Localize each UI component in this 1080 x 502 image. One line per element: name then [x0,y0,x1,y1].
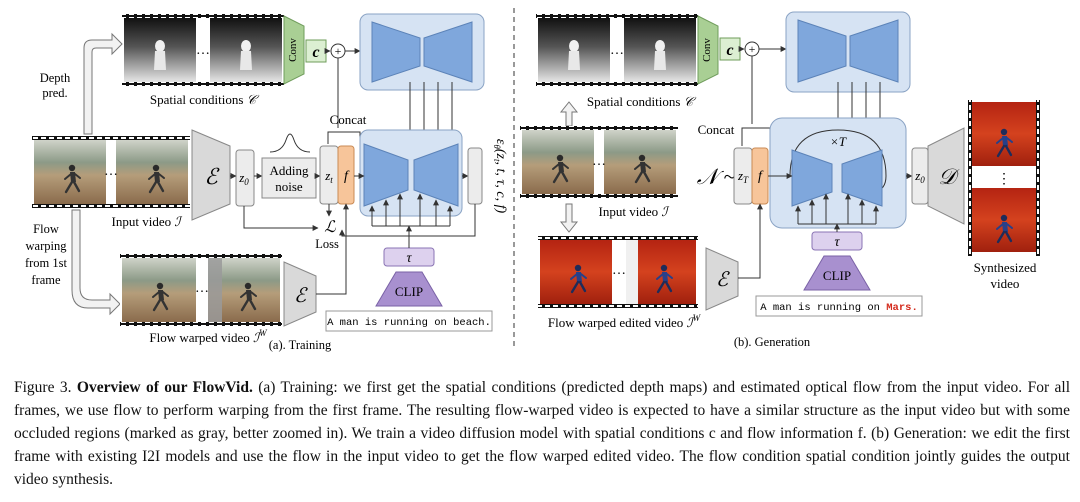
svg-text:z0: z0 [238,170,249,187]
spatial-conditions-label: Spatial conditions 𝒞 [150,92,260,107]
flowvid-overview-figure: … Spatial conditions 𝒞 Conv c + Depth pr… [25,8,1040,352]
svg-text:warping: warping [26,239,68,253]
svg-text:video: video [991,276,1020,291]
eps-theta-label: εθ(zt, t, τ, c, f) [492,139,508,214]
flow-warped-video-strip: … [120,254,282,326]
training-panel: … Spatial conditions 𝒞 Conv c + Depth pr… [25,13,508,352]
svg-text:Conv: Conv [701,38,713,62]
figure-caption: Figure 3. Overview of our FlowVid. (a) T… [14,376,1070,491]
gen-input-video-label: Input video ℐ [599,204,670,219]
generation-panel: … Spatial conditions 𝒞 Conv c + [520,11,1040,349]
svg-text:…: … [592,154,606,169]
svg-text:CLIP: CLIP [823,268,851,283]
svg-text:…: … [610,43,624,58]
svg-text:z0: z0 [914,168,925,185]
caption-body: (a) Training: we first get the spatial c… [14,379,1071,488]
svg-text:+: + [335,44,342,58]
unet-decoder [413,143,459,207]
flow-warped-edited-video-label: Flow warped edited video ℐW [548,313,702,330]
gen-clip-encoder [803,255,871,291]
gen-unet-decoder [841,149,883,207]
gen-vae-encoder [705,247,739,311]
generation-prompt-text: A man is running on Mars. [760,302,918,314]
gen-flow-warping-arrow [559,203,579,233]
gen-depth-pred-arrow [559,101,579,127]
svg-text:pred.: pred. [42,86,67,100]
svg-text:zT: zT [737,168,749,185]
svg-text:noise: noise [275,179,303,194]
unet-encoder-top [371,21,421,83]
generation-section-label: (b). Generation [734,335,811,349]
predicted-noise-box [467,147,483,205]
svg-text:c: c [726,42,733,59]
input-video-strip: … [32,136,190,208]
loss-label: Loss [315,237,339,251]
gen-spatial-conditions-label: Spatial conditions 𝒞 [587,94,697,109]
svg-text:…: … [196,43,210,58]
gen-unet-decoder-top [849,19,899,83]
svg-text:ℰ: ℰ [204,164,220,189]
svg-text:+: + [749,42,756,56]
clip-encoder [375,271,443,307]
input-frame-2 [116,140,188,204]
synthesized-video-strip: ⋮ [968,100,1040,256]
iterations-label: ×T [830,134,847,149]
vae-decoder [927,127,965,225]
caption-bold-title: Overview of our FlowVid. [76,379,253,396]
loss-symbol: ℒ [324,219,336,236]
svg-text:⋮: ⋮ [997,172,1011,187]
vae-encoder-warped [283,261,317,327]
conv-block [283,15,305,85]
conv-label: Conv [287,38,299,62]
gen-unet-encoder-top [797,19,847,83]
noise-curve [269,133,311,153]
gen-spatial-conditions-strip: … [536,14,698,86]
training-section-label: (a). Training [269,338,332,352]
svg-text:frame: frame [31,273,61,287]
caption-prefix: Figure 3. [14,379,77,396]
input-video-label: Input video ℐ [112,214,183,229]
svg-text:ℰ: ℰ [716,269,730,291]
svg-text:f: f [344,169,350,184]
adding-noise-box [261,157,317,199]
svg-text:CLIP: CLIP [395,284,423,299]
training-prompt-box [325,310,493,332]
svg-text:…: … [104,164,118,179]
svg-text:zt: zt [324,168,333,185]
depth-pred-label: Depth [40,71,71,85]
svg-text:τ: τ [834,235,840,250]
synthesized-video-label: Synthesized [974,260,1037,275]
svg-text:…: … [612,263,626,278]
svg-text:from 1st: from 1st [25,256,68,270]
gen-unet-encoder [791,149,833,207]
svg-text:Adding: Adding [270,163,310,178]
training-prompt-text: A man is running on beach. [327,317,491,329]
gaussian-noise-symbol: 𝒩 ~ [697,164,736,189]
svg-text:…: … [195,281,209,296]
svg-text:𝒟: 𝒟 [938,164,960,189]
generation-prompt-box [755,295,923,317]
concat-label: Concat [330,112,367,127]
svg-text:ℰ: ℰ [294,285,308,307]
gen-input-video-strip: … [520,126,678,198]
gen-concat-label: Concat [698,122,735,137]
flow-warping-label: Flow [33,222,59,236]
gen-conv-block [697,15,719,85]
svg-text:τ: τ [406,251,412,266]
svg-text:c: c [312,44,319,61]
svg-text:f: f [758,169,764,184]
unet-decoder-top [423,21,473,83]
unet-encoder [363,143,409,207]
flow-warped-video-label: Flow warped video ℐW [149,328,268,345]
flow-warped-edited-video-strip: … [538,236,698,308]
spatial-conditions-strip: … [122,14,284,86]
vae-encoder [191,129,231,221]
depth-pred-arrow [83,32,123,135]
flow-warping-arrow [71,209,121,316]
